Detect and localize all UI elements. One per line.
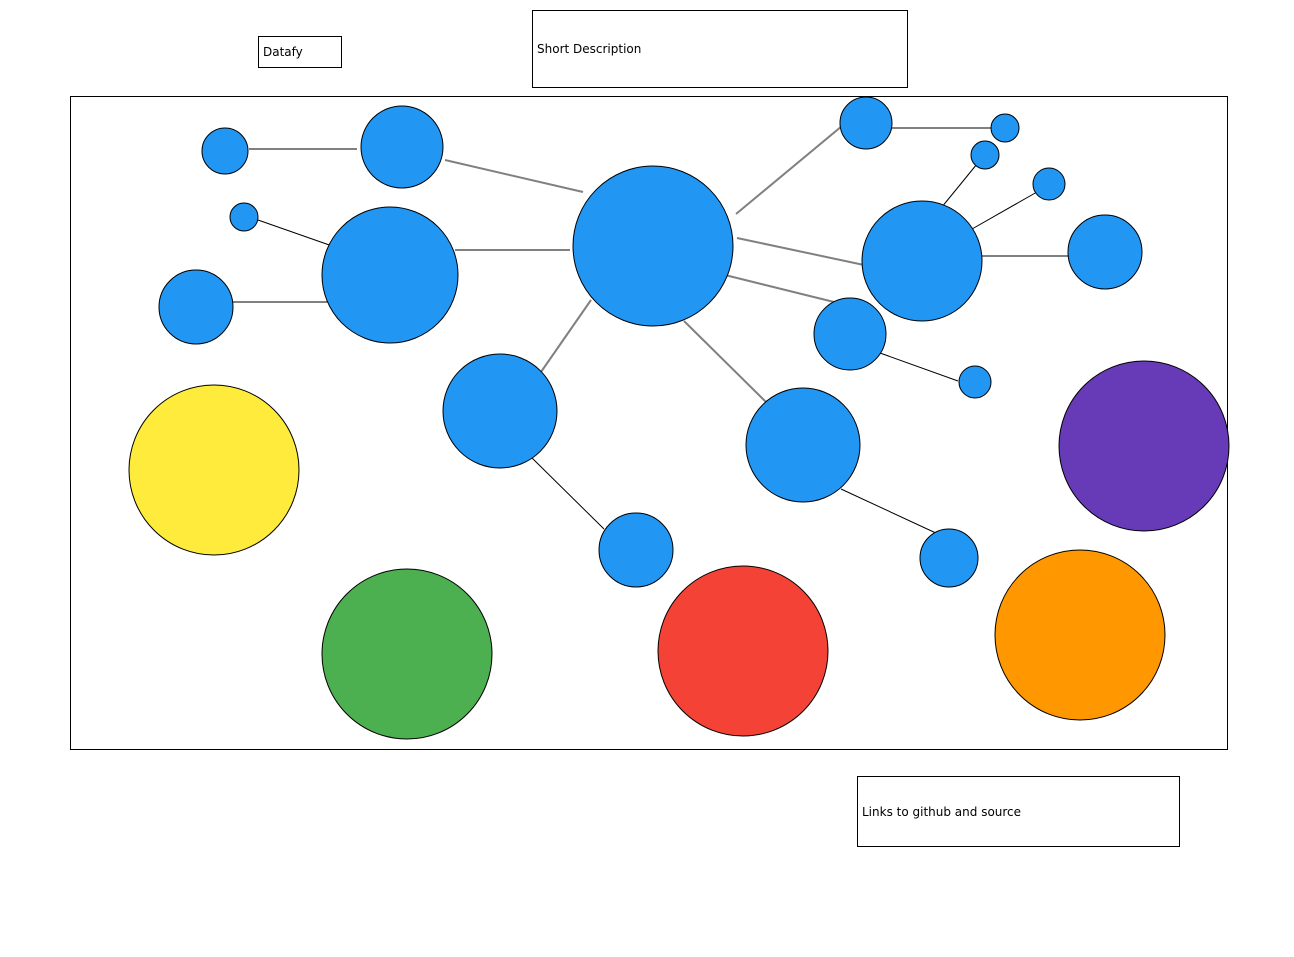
network-node[interactable] [970, 140, 1000, 170]
edge [529, 455, 605, 530]
network-node-central[interactable] [572, 165, 734, 327]
network-node[interactable] [158, 269, 234, 345]
links-box[interactable]: Links to github and source [857, 776, 1180, 847]
main-frame [70, 96, 1228, 750]
category-circles [128, 360, 1230, 740]
edge [683, 320, 768, 404]
title-box: Datafy [258, 36, 342, 68]
network-node[interactable] [1067, 214, 1143, 290]
network-node[interactable] [442, 353, 558, 469]
network-node[interactable] [990, 113, 1020, 143]
network-node[interactable] [229, 202, 259, 232]
network-node[interactable] [201, 127, 249, 175]
links-text[interactable]: Links to github and source [862, 804, 1022, 819]
network-node[interactable] [1032, 167, 1066, 201]
orange-circle[interactable] [994, 549, 1166, 721]
edge [840, 488, 939, 535]
edge [540, 299, 592, 373]
nodes [158, 96, 1143, 588]
network-node[interactable] [958, 365, 992, 399]
network-node[interactable] [321, 206, 459, 344]
green-circle[interactable] [321, 568, 493, 740]
edge [735, 125, 843, 215]
edge [879, 352, 959, 382]
edge [736, 237, 865, 266]
edge [971, 191, 1038, 230]
edges [233, 125, 1069, 535]
network-node[interactable] [839, 96, 893, 150]
red-circle[interactable] [657, 565, 829, 737]
edge [724, 274, 835, 303]
network-node[interactable] [745, 387, 861, 503]
network-node[interactable] [861, 200, 983, 322]
edge [444, 159, 584, 193]
network-node[interactable] [598, 512, 674, 588]
network-node[interactable] [813, 297, 887, 371]
description-box: Short Description [532, 10, 908, 88]
purple-circle[interactable] [1058, 360, 1230, 532]
app-title: Datafy [263, 45, 303, 59]
edge [257, 219, 336, 248]
yellow-circle[interactable] [128, 384, 300, 556]
short-description: Short Description [537, 42, 642, 56]
network-node[interactable] [919, 528, 979, 588]
network-node[interactable] [360, 105, 444, 189]
